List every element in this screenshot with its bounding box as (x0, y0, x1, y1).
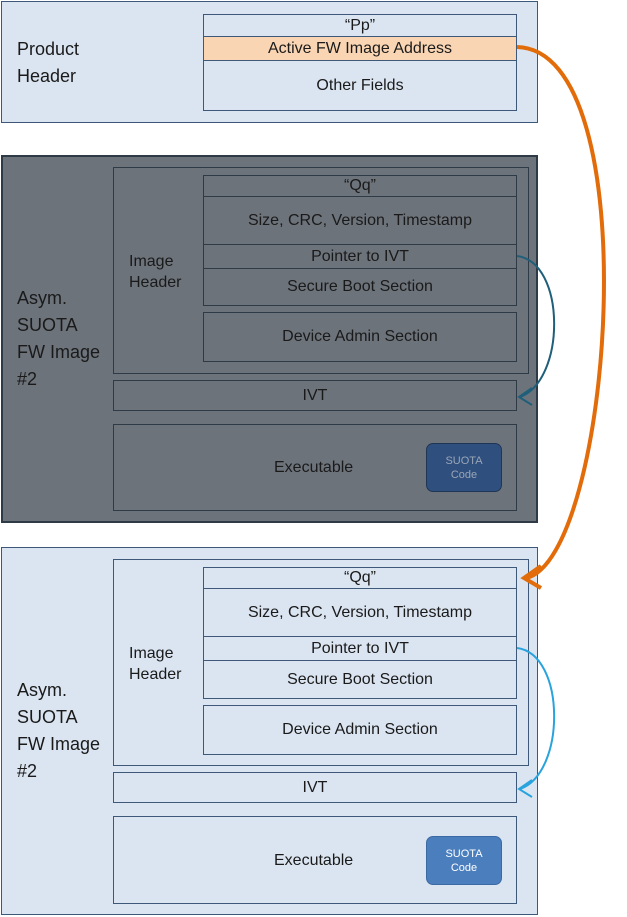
image-inactive-executable-label: Executable (274, 459, 354, 476)
image-active-ivt: IVT (113, 772, 517, 803)
other-fields: Other Fields (203, 60, 517, 111)
image-active-suota-line2: Code (450, 861, 478, 874)
image-active-secure-boot: Secure Boot Section (203, 660, 517, 699)
image-active-size-field: Size, CRC, Version, Timestamp (203, 588, 517, 637)
product-header-block (1, 1, 538, 123)
image-active-device-admin: Device Admin Section (203, 705, 517, 755)
image-inactive-device-admin: Device Admin Section (203, 312, 517, 362)
image-inactive-ivt: IVT (113, 380, 517, 411)
image-active-suota-code: SUOTA Code (426, 836, 502, 885)
image-inactive-suota-code: SUOTA Code (426, 443, 502, 492)
image-inactive-size-field: Size, CRC, Version, Timestamp (203, 196, 517, 245)
image-header-active-label: Image Header (129, 645, 182, 683)
image-active-suota-line1: SUOTA (445, 847, 483, 860)
active-fw-image-address-field: Active FW Image Address (203, 36, 517, 61)
product-header-title: Product Header (17, 39, 80, 86)
image-active-pointer-to-ivt: Pointer to IVT (203, 636, 517, 661)
image-inactive-suota-line1: SUOTA (445, 454, 483, 467)
image-active-executable: Executable (113, 816, 517, 904)
image-inactive-magic: “Qq” (203, 175, 517, 197)
image-inactive-suota-line2: Code (450, 468, 478, 481)
fw-image-active-title: Asym. SUOTA FW Image #2 (17, 680, 101, 781)
image-active-magic: “Qq” (203, 567, 517, 589)
image-inactive-secure-boot: Secure Boot Section (203, 268, 517, 306)
fw-image-inactive-title: Asym. SUOTA FW Image #2 (17, 288, 101, 389)
image-header-inactive-label: Image Header (129, 253, 182, 291)
product-header-magic: “Pp” (203, 14, 517, 37)
image-inactive-pointer-to-ivt: Pointer to IVT (203, 244, 517, 269)
image-active-executable-label: Executable (274, 852, 354, 869)
image-inactive-executable: Executable (113, 424, 517, 511)
